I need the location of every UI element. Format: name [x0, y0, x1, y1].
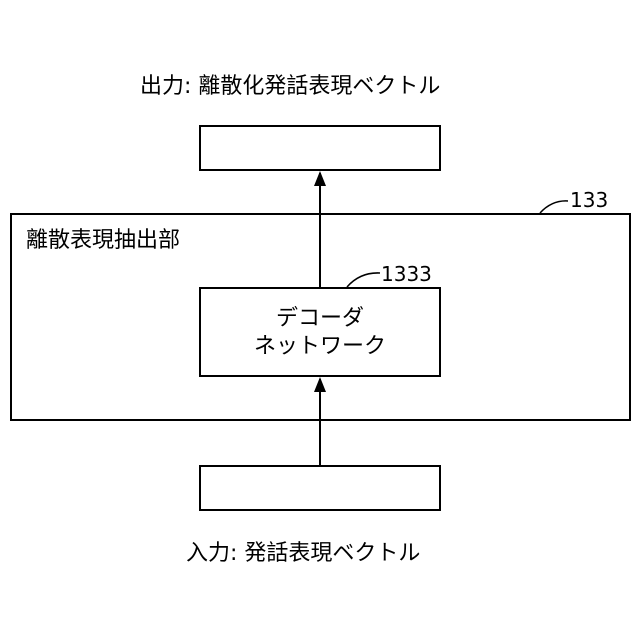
arrowhead-decoder: [314, 377, 326, 392]
arrowhead-output: [314, 171, 326, 186]
decoder-ref-leader: [347, 273, 380, 287]
extractor-ref-leader: [540, 201, 568, 213]
